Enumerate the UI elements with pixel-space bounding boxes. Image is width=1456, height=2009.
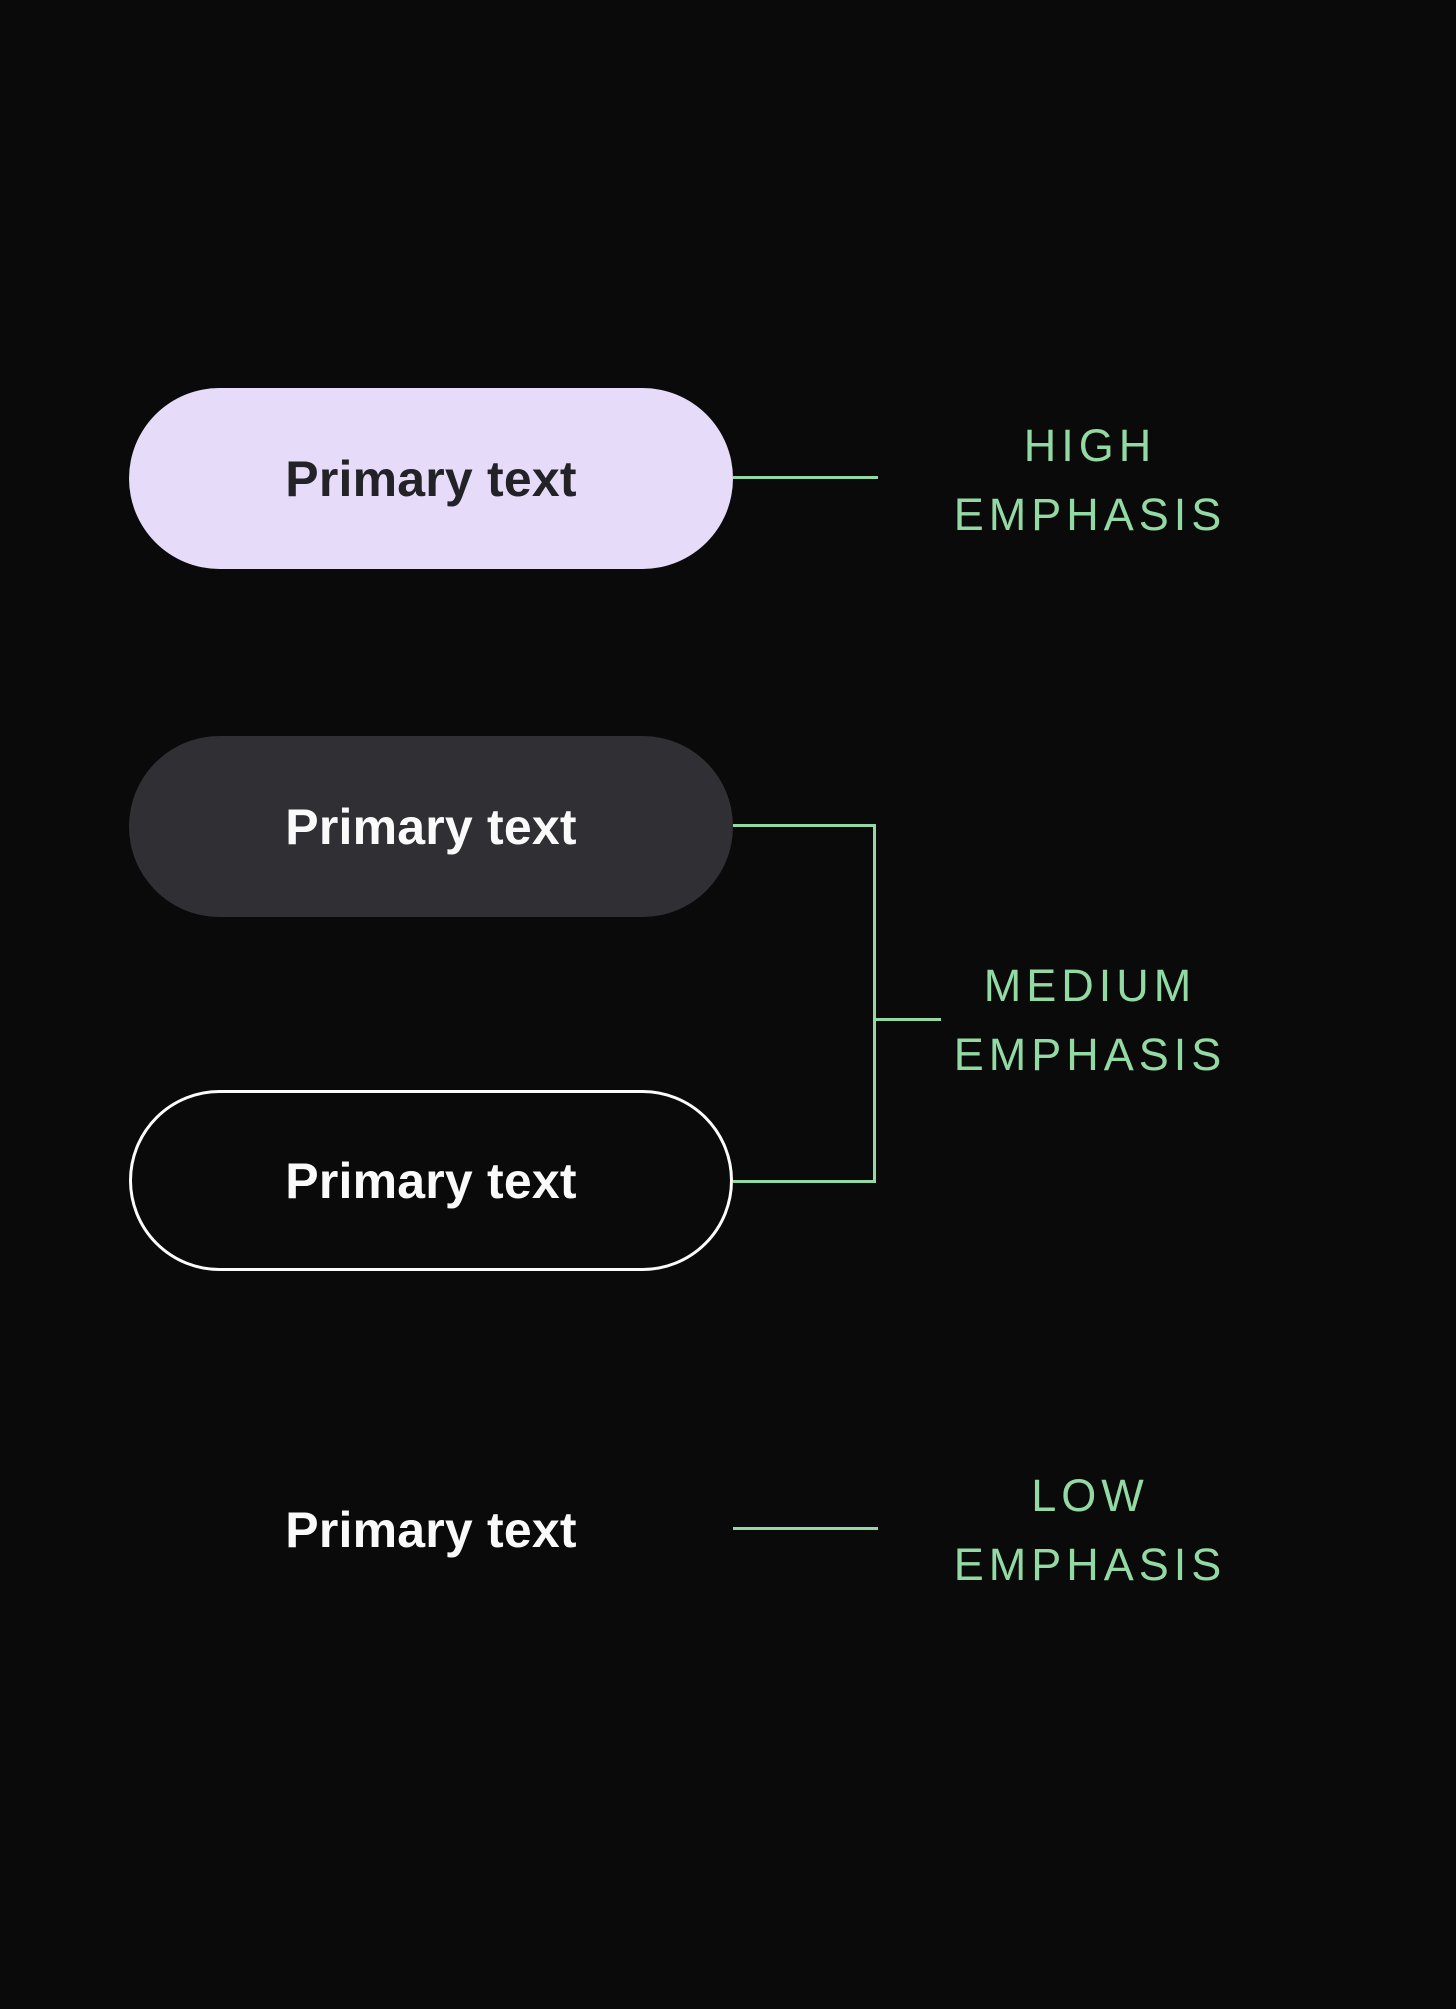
high-emphasis-filled-button[interactable]: Primary text bbox=[129, 388, 733, 569]
medium-emphasis-outlined-button[interactable]: Primary text bbox=[129, 1090, 733, 1271]
high-emphasis-connector-line bbox=[733, 476, 878, 479]
high-emphasis-label: HIGH EMPHASIS bbox=[890, 411, 1290, 549]
medium-bracket-vertical-line bbox=[873, 824, 876, 1183]
low-emphasis-label: LOW EMPHASIS bbox=[890, 1461, 1290, 1599]
low-emphasis-label-line2: EMPHASIS bbox=[953, 1539, 1227, 1590]
medium-bracket-bottom-line bbox=[733, 1180, 876, 1183]
high-emphasis-label-line1: HIGH bbox=[1023, 420, 1157, 471]
high-emphasis-button-label: Primary text bbox=[285, 450, 577, 507]
high-emphasis-label-line2: EMPHASIS bbox=[953, 489, 1227, 540]
medium-emphasis-outlined-button-label: Primary text bbox=[285, 1152, 577, 1209]
medium-bracket-tick-line bbox=[876, 1018, 941, 1021]
low-emphasis-button-label: Primary text bbox=[285, 1502, 577, 1558]
medium-emphasis-label-line1: MEDIUM bbox=[983, 960, 1197, 1011]
medium-emphasis-label-line2: EMPHASIS bbox=[953, 1029, 1227, 1080]
low-emphasis-label-line1: LOW bbox=[1031, 1470, 1149, 1521]
medium-bracket-top-line bbox=[733, 824, 876, 827]
medium-emphasis-filled-button[interactable]: Primary text bbox=[129, 736, 733, 917]
medium-emphasis-filled-button-label: Primary text bbox=[285, 798, 577, 855]
low-emphasis-text-button[interactable]: Primary text bbox=[129, 1497, 733, 1563]
low-emphasis-connector-line bbox=[733, 1527, 878, 1530]
medium-emphasis-label: MEDIUM EMPHASIS bbox=[890, 951, 1290, 1089]
